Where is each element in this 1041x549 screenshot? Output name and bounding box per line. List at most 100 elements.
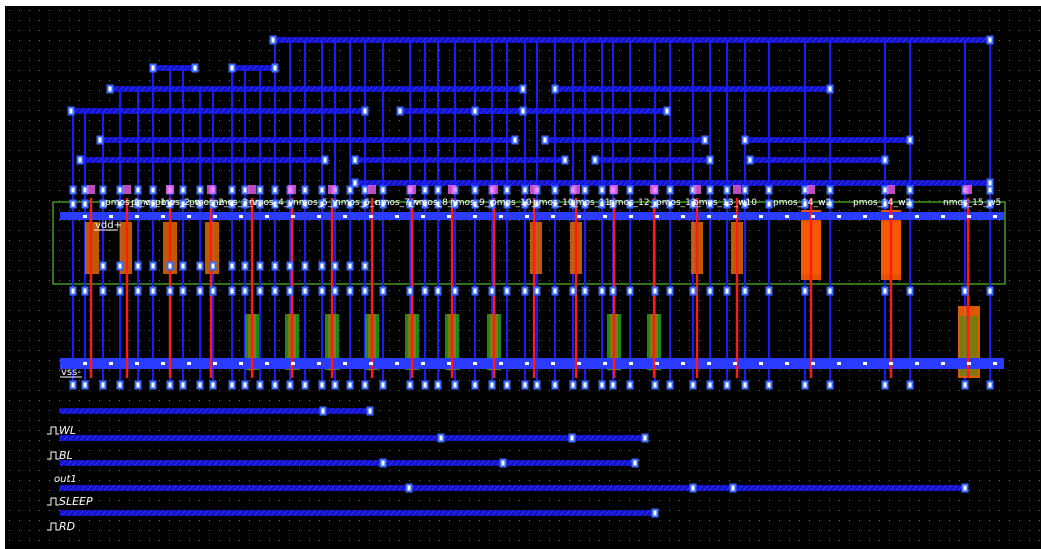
layout-svg[interactable]: pmos_1_vpmos_1_vpmos_2_vpmos_2_vnmos_3_v… <box>5 6 1041 549</box>
contact-center <box>535 382 539 388</box>
contact-center <box>725 288 729 294</box>
contact-center <box>553 382 557 388</box>
contact-center <box>71 288 75 294</box>
rail-tap <box>265 215 269 218</box>
poly-contact <box>572 185 580 194</box>
device-label: nmos_3_v <box>213 198 258 208</box>
metal-wire-v <box>259 68 261 386</box>
metal-wire-h <box>79 157 326 163</box>
contact-center <box>988 288 992 294</box>
contact-center <box>725 201 729 207</box>
contact-center <box>423 187 427 193</box>
contact-center <box>513 137 517 143</box>
contact-center <box>211 288 215 294</box>
contact-center <box>571 288 575 294</box>
grid-background <box>5 6 1041 549</box>
contact-center <box>665 108 669 114</box>
contact-center <box>423 201 427 207</box>
rail-tap <box>447 215 451 218</box>
contact-center <box>363 201 367 207</box>
contact-center <box>258 201 262 207</box>
contact-center <box>473 288 477 294</box>
pin-RD[interactable]: RD <box>47 520 75 533</box>
rail-tap <box>707 215 711 218</box>
contact-center <box>908 288 912 294</box>
contact-center <box>828 382 832 388</box>
contact-center <box>101 201 105 207</box>
contact-center <box>353 180 357 186</box>
device-label: nmos_7_v <box>375 198 420 208</box>
metal-wire-h <box>231 65 276 71</box>
contact-center <box>628 187 632 193</box>
contact-center <box>101 288 105 294</box>
contact-center <box>908 137 912 143</box>
rail-tap <box>681 362 685 365</box>
pin-label-out1: out1 <box>54 474 77 485</box>
device-label: nmos_8_v <box>413 198 458 208</box>
poly-contact <box>733 185 741 194</box>
pin-out1[interactable]: out1 <box>54 474 77 485</box>
contact-center <box>963 288 967 294</box>
pdiff-region <box>530 222 542 274</box>
rail-tap <box>655 215 659 218</box>
rail-tap <box>681 215 685 218</box>
contact-center <box>628 288 632 294</box>
contact-center <box>168 263 172 269</box>
vss-rail[interactable] <box>60 358 1004 369</box>
contact-center <box>436 201 440 207</box>
pulse-icon <box>47 451 59 460</box>
contact-center <box>198 382 202 388</box>
rail-tap <box>395 215 399 218</box>
contact-center <box>583 382 587 388</box>
metal-wire-v <box>137 89 139 386</box>
contact-center <box>611 201 615 207</box>
contact-center <box>743 201 747 207</box>
contact-center <box>490 382 494 388</box>
contact-center <box>136 382 140 388</box>
contact-center <box>883 382 887 388</box>
contact-center <box>553 187 557 193</box>
contact-center <box>600 187 604 193</box>
contact-center <box>767 187 771 193</box>
vss-label: vss- <box>61 367 81 378</box>
pin-BL[interactable]: BL <box>47 449 73 462</box>
contact-center <box>743 137 747 143</box>
rail-tap <box>993 362 997 365</box>
contact-center <box>570 435 574 441</box>
pin-label-bl: BL <box>59 449 73 462</box>
metal-wire-h <box>354 157 566 163</box>
contact-center <box>273 201 277 207</box>
contact-center <box>453 288 457 294</box>
contact-center <box>193 65 197 71</box>
metal-wire-h <box>474 108 668 114</box>
contact-center <box>211 263 215 269</box>
pin-SLEEP[interactable]: SLEEP <box>47 495 93 508</box>
contact-center <box>708 157 712 163</box>
pin-WL[interactable]: WL <box>47 424 76 437</box>
contact-center <box>473 382 477 388</box>
contact-center <box>288 263 292 269</box>
contact-center <box>136 187 140 193</box>
rail-tap <box>603 215 607 218</box>
contact-center <box>333 288 337 294</box>
contact-center <box>553 86 557 92</box>
contact-center <box>963 485 967 491</box>
rail-tap <box>785 215 789 218</box>
rail-tap <box>473 215 477 218</box>
device-label: nmos_4_v <box>249 198 294 208</box>
contact-center <box>653 288 657 294</box>
contact-center <box>490 201 494 207</box>
poly-contact <box>964 185 972 194</box>
contact-center <box>803 288 807 294</box>
rail-tap <box>837 215 841 218</box>
metal-wire-v <box>182 68 184 386</box>
vdd-rail[interactable] <box>60 212 1004 220</box>
contact-center <box>273 382 277 388</box>
rail-tap <box>291 362 295 365</box>
contact-center <box>83 201 87 207</box>
contact-center <box>523 288 527 294</box>
contact-center <box>71 201 75 207</box>
metal-wire-v <box>199 89 201 386</box>
contact-center <box>828 86 832 92</box>
